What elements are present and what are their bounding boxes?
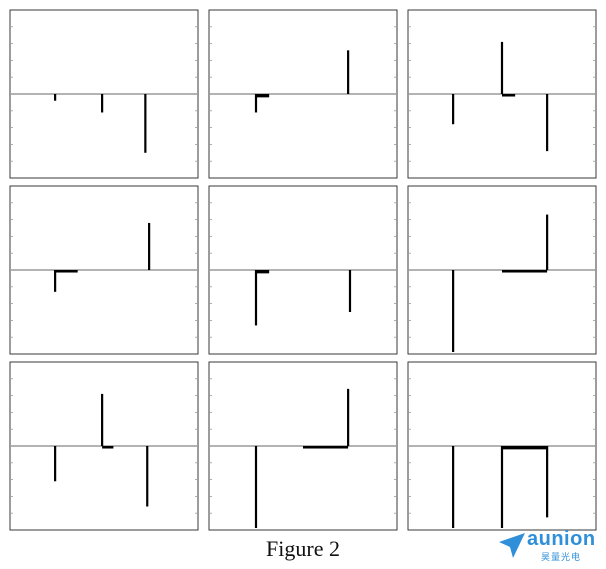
aunion-logo: aunion 昊量光电: [497, 528, 603, 564]
panel-7: [9, 361, 199, 531]
signal-plateau: [502, 270, 548, 273]
signal-plateau: [303, 446, 349, 449]
panel-3: [407, 9, 597, 179]
figure-caption: Figure 2: [266, 536, 340, 561]
signal-plateau: [102, 446, 114, 449]
panel-2: [208, 9, 398, 179]
logo-wordmark: aunion: [527, 528, 596, 550]
signal-plateau: [256, 270, 270, 274]
signal-plateau: [256, 94, 270, 98]
panel-9: [407, 361, 597, 531]
panel-4: [9, 185, 199, 355]
signal-plateau: [502, 94, 516, 97]
paper-plane-icon: [499, 533, 525, 558]
logo-subtitle: 昊量光电: [541, 553, 582, 563]
signal-plateau: [55, 270, 78, 273]
signal-plateau: [502, 446, 548, 450]
panel-1: [9, 9, 199, 179]
panel-5: [208, 185, 398, 355]
panel-6: [407, 185, 597, 355]
panel-8: [208, 361, 398, 531]
